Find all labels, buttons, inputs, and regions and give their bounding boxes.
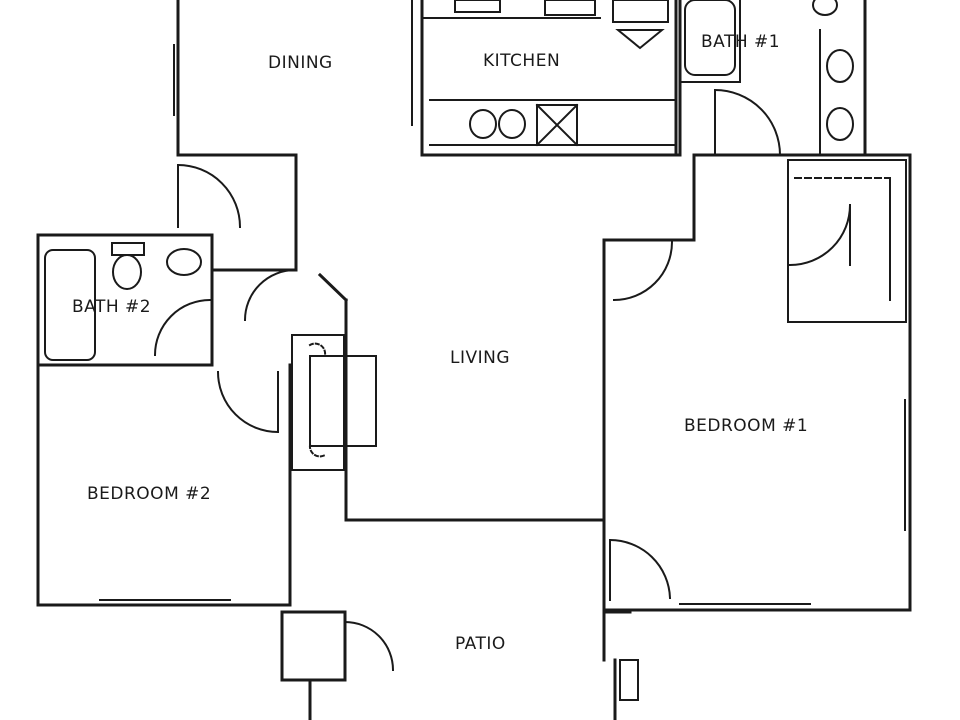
bedroom2-doors xyxy=(216,268,297,434)
bath1-fixtures xyxy=(684,0,854,157)
living-label: LIVING xyxy=(450,348,510,368)
dining-label: DINING xyxy=(268,53,333,73)
living-closet xyxy=(291,334,377,471)
kitchen-fixtures xyxy=(454,0,669,147)
kitchen-label: KITCHEN xyxy=(483,51,560,71)
bath1-walls xyxy=(678,0,867,157)
bedroom2-label: BEDROOM #2 xyxy=(87,484,211,504)
bath2-fixtures xyxy=(44,242,212,361)
patio-walls xyxy=(280,610,632,720)
living-walls xyxy=(317,272,606,522)
entry-door xyxy=(176,163,242,229)
bedroom1-closet xyxy=(608,159,907,601)
bedroom1-walls xyxy=(602,153,912,612)
patio-label: PATIO xyxy=(455,634,506,654)
bedroom2-walls xyxy=(36,363,292,607)
bath2-walls xyxy=(36,233,298,367)
patio-fixtures xyxy=(343,620,639,701)
bath1-label: BATH #1 xyxy=(701,32,780,52)
kitchen-walls xyxy=(411,0,682,157)
bedroom1-label: BEDROOM #1 xyxy=(684,416,808,436)
bath2-label: BATH #2 xyxy=(72,297,151,317)
dining-walls xyxy=(173,0,298,272)
